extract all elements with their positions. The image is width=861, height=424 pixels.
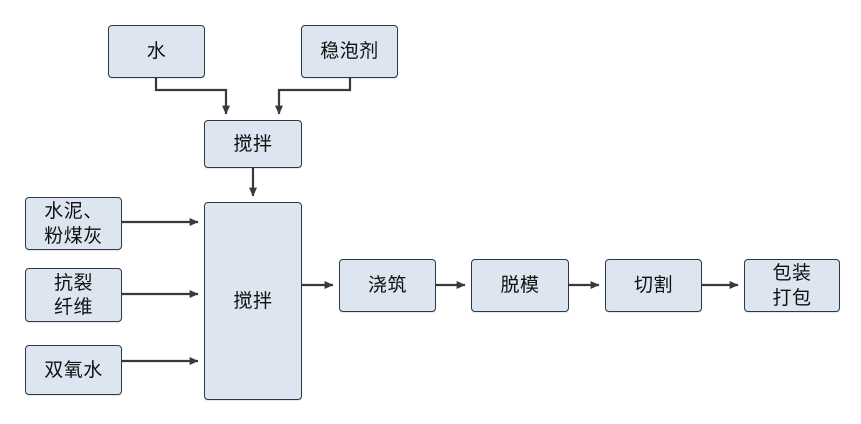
node-hydrogen-peroxide[interactable]: 双氧水 bbox=[25, 345, 122, 395]
node-pouring[interactable]: 浇筑 bbox=[339, 259, 436, 312]
node-mixing-main[interactable]: 搅拌 bbox=[204, 202, 302, 400]
node-cutting[interactable]: 切割 bbox=[605, 259, 702, 312]
edge-foam-to-mix1 bbox=[275, 78, 352, 115]
node-mixing-first[interactable]: 搅拌 bbox=[204, 120, 302, 168]
node-packaging[interactable]: 包装 打包 bbox=[744, 259, 840, 312]
node-cement-flyash[interactable]: 水泥、 粉煤灰 bbox=[25, 197, 122, 250]
node-foam-agent[interactable]: 稳泡剂 bbox=[301, 25, 398, 78]
node-anticrack-fiber[interactable]: 抗裂 纤维 bbox=[25, 268, 122, 322]
node-demolding[interactable]: 脱模 bbox=[471, 259, 569, 312]
node-water[interactable]: 水 bbox=[108, 25, 205, 78]
edge-water-to-mix1 bbox=[154, 78, 230, 115]
